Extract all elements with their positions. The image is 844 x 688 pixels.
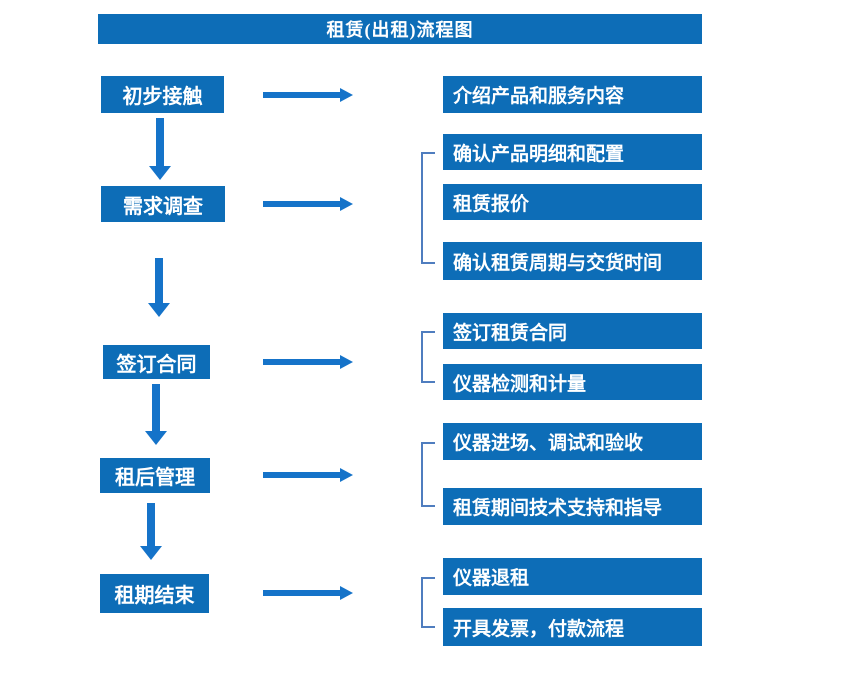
arrow-down-icon <box>145 384 167 445</box>
bracket-connector <box>421 442 435 507</box>
detail-box-technical-support: 租赁期间技术支持和指导 <box>443 488 702 525</box>
bracket-connector <box>421 331 435 383</box>
detail-box-confirm-product-config: 确认产品明细和配置 <box>443 134 702 170</box>
detail-box-instrument-return: 仪器退租 <box>443 558 702 595</box>
bracket-connector <box>421 152 435 264</box>
page-title: 租赁(出租)流程图 <box>98 14 702 44</box>
step-box-post-rental-management: 租后管理 <box>100 458 210 493</box>
arrow-right-icon <box>263 468 353 482</box>
arrow-down-icon <box>149 118 171 180</box>
step-box-rental-end: 租期结束 <box>100 574 209 613</box>
arrow-right-icon <box>263 88 353 102</box>
arrow-right-icon <box>263 586 353 600</box>
arrow-right-icon <box>263 355 353 369</box>
detail-box-confirm-period-delivery: 确认租赁周期与交货时间 <box>443 242 702 280</box>
detail-box-sign-rental-contract: 签订租赁合同 <box>443 313 702 349</box>
step-box-sign-contract: 签订合同 <box>103 345 210 379</box>
detail-box-introduce-products-services: 介绍产品和服务内容 <box>443 76 702 113</box>
arrow-down-icon <box>140 503 162 560</box>
bracket-connector <box>421 577 435 628</box>
arrow-down-icon <box>148 258 170 317</box>
detail-box-instrument-entry-acceptance: 仪器进场、调试和验收 <box>443 423 702 460</box>
step-box-initial-contact: 初步接触 <box>101 76 224 113</box>
step-box-demand-survey: 需求调查 <box>101 186 225 222</box>
detail-box-instrument-inspection: 仪器检测和计量 <box>443 364 702 400</box>
detail-box-invoice-payment: 开具发票，付款流程 <box>443 608 702 646</box>
arrow-right-icon <box>263 197 353 211</box>
detail-box-rental-quote: 租赁报价 <box>443 184 702 220</box>
